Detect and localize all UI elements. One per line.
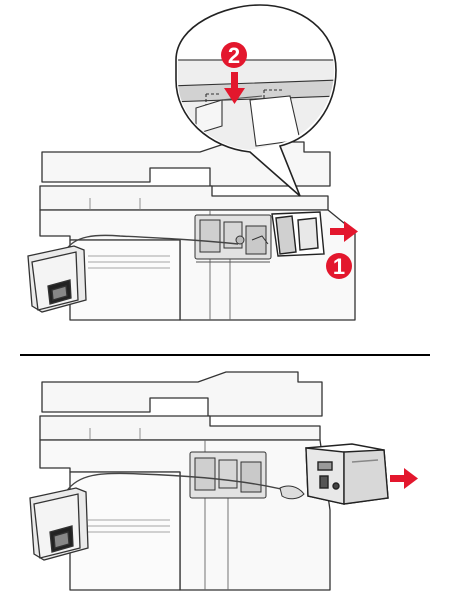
printer-body-bottom bbox=[39, 371, 331, 591]
step-1-number: 1 bbox=[333, 254, 345, 279]
cover-piece bbox=[271, 211, 325, 257]
callout-1: 1 bbox=[326, 253, 352, 279]
power-module bbox=[305, 443, 389, 505]
callout-2: 2 bbox=[221, 42, 247, 68]
red-arrow-right-icon bbox=[330, 221, 358, 242]
power-cable-bottom bbox=[65, 472, 301, 495]
top-panel: 2 1 bbox=[27, 4, 358, 321]
red-arrow-down-icon bbox=[224, 72, 245, 104]
connector-plug bbox=[279, 485, 305, 500]
step-2-number: 2 bbox=[228, 43, 240, 68]
mechanism-area bbox=[194, 214, 272, 263]
power-adapter bbox=[27, 245, 87, 313]
power-adapter-bottom bbox=[29, 487, 89, 561]
mechanism-area-bottom bbox=[189, 451, 267, 499]
red-arrow-right-icon bbox=[390, 468, 418, 489]
bottom-panel bbox=[29, 371, 418, 591]
power-cable bbox=[65, 234, 239, 251]
